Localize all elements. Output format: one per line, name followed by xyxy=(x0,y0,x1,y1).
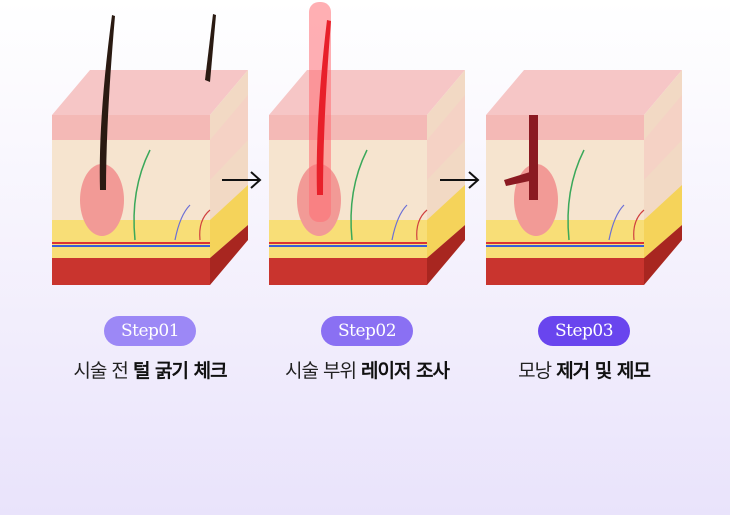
skin-diagram-step1 xyxy=(40,0,270,300)
arrow-right-icon xyxy=(440,171,480,189)
step-badge: Step03 xyxy=(537,316,631,346)
step-caption: 시술 전 털 굵기 체크 xyxy=(73,360,227,382)
step-badge: Step01 xyxy=(103,316,197,346)
step-1: Step01 시술 전 털 굵기 체크 xyxy=(40,316,260,383)
step-caption: 시술 부위 레이저 조사 xyxy=(284,360,450,382)
skin-cross-section xyxy=(52,14,248,285)
step-3: Step03 모낭 제거 및 제모 xyxy=(474,316,694,383)
skin-diagram-step2 xyxy=(257,0,487,300)
skin-cross-section xyxy=(269,2,465,285)
arrow-right-icon xyxy=(222,171,262,189)
skin-diagram-step3 xyxy=(474,0,704,300)
step-caption: 모낭 제거 및 제모 xyxy=(518,360,651,382)
step-2: Step02 시술 부위 레이저 조사 xyxy=(257,316,477,383)
skin-cross-section xyxy=(486,70,682,285)
step-badge: Step02 xyxy=(320,316,414,346)
